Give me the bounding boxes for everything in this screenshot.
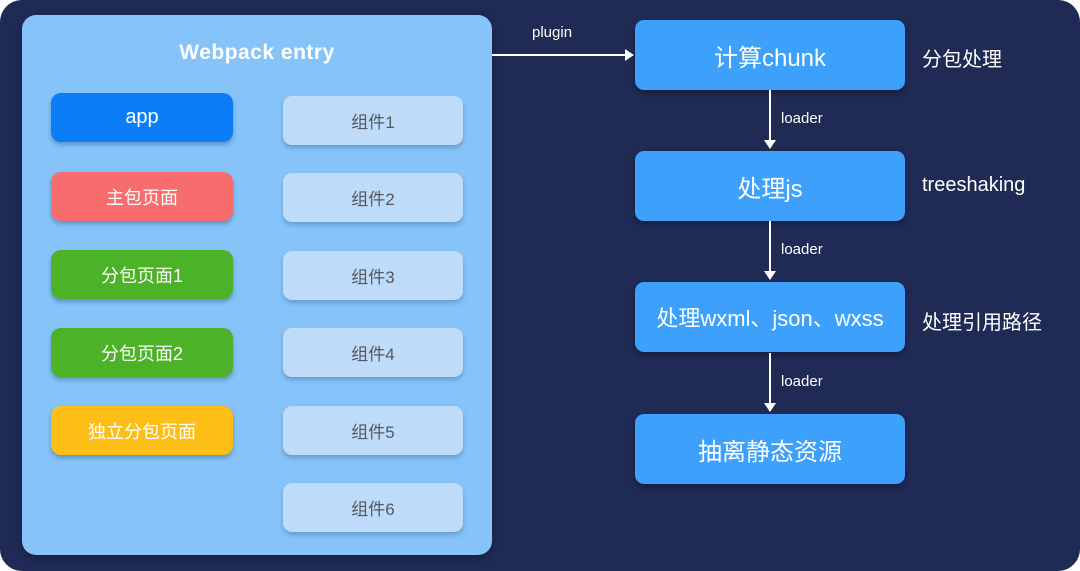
- plugin-arrow: plugin: [492, 24, 634, 61]
- flow-node-process-wxml-json-wxss: 处理wxml、json、wxss: [635, 282, 905, 352]
- entry-node-main-package-pages: 主包页面: [51, 172, 233, 221]
- plugin-arrow-label: plugin: [532, 24, 573, 41]
- flow-node-label: 处理js: [737, 175, 803, 203]
- component-node-label: 组件4: [351, 345, 395, 364]
- component-node-2: 组件2: [283, 173, 463, 222]
- entry-node-subpackage-pages-2: 分包页面2: [51, 328, 233, 377]
- flow-node-label: 处理wxml、json、wxss: [656, 306, 884, 331]
- annotation-subpackage-processing: 分包处理: [922, 49, 1002, 71]
- loader-arrow-label: loader: [781, 110, 823, 127]
- flow-node-label: 抽离静态资源: [698, 438, 842, 466]
- annotation-treeshaking: treeshaking: [922, 174, 1026, 196]
- component-node-5: 组件5: [283, 406, 463, 455]
- component-node-label: 组件5: [351, 423, 395, 442]
- loader-arrow-3: loader: [764, 353, 823, 412]
- entry-node-label: 分包页面1: [100, 265, 183, 286]
- component-node-4: 组件4: [283, 328, 463, 377]
- component-node-6: 组件6: [283, 483, 463, 532]
- loader-arrow-1: loader: [764, 90, 823, 149]
- component-node-1: 组件1: [283, 96, 463, 145]
- component-node-label: 组件3: [351, 268, 395, 287]
- flow-node-label: 计算chunk: [713, 44, 827, 72]
- annotation-process-reference-paths: 处理引用路径: [922, 312, 1042, 334]
- arrow-head-icon: [764, 140, 776, 149]
- loader-arrow-2: loader: [764, 221, 823, 280]
- component-node-3: 组件3: [283, 251, 463, 300]
- entry-node-label: 分包页面2: [100, 343, 183, 364]
- panel-title: Webpack entry: [179, 41, 335, 64]
- entry-node-app: app: [51, 93, 233, 142]
- entry-node-independent-subpackage-pages: 独立分包页面: [51, 406, 233, 455]
- entry-node-label: 独立分包页面: [88, 421, 196, 442]
- arrow-head-icon: [764, 271, 776, 280]
- webpack-entry-panel: Webpack entry app 主包页面 分包页面1 分包页面2 独立分包页…: [22, 15, 492, 555]
- flow-node-process-js: 处理js: [635, 151, 905, 221]
- flow-node-compute-chunk: 计算chunk: [635, 20, 905, 90]
- arrow-head-icon: [764, 403, 776, 412]
- entry-node-label: app: [125, 106, 159, 128]
- component-node-label: 组件1: [351, 113, 395, 132]
- loader-arrow-label: loader: [781, 241, 823, 258]
- arrow-head-icon: [625, 49, 634, 61]
- component-node-label: 组件6: [351, 500, 395, 519]
- entry-node-label: 主包页面: [106, 187, 178, 208]
- flow-node-extract-static-assets: 抽离静态资源: [635, 414, 905, 484]
- entry-node-subpackage-pages-1: 分包页面1: [51, 250, 233, 299]
- loader-arrow-label: loader: [781, 373, 823, 390]
- component-node-label: 组件2: [351, 190, 395, 209]
